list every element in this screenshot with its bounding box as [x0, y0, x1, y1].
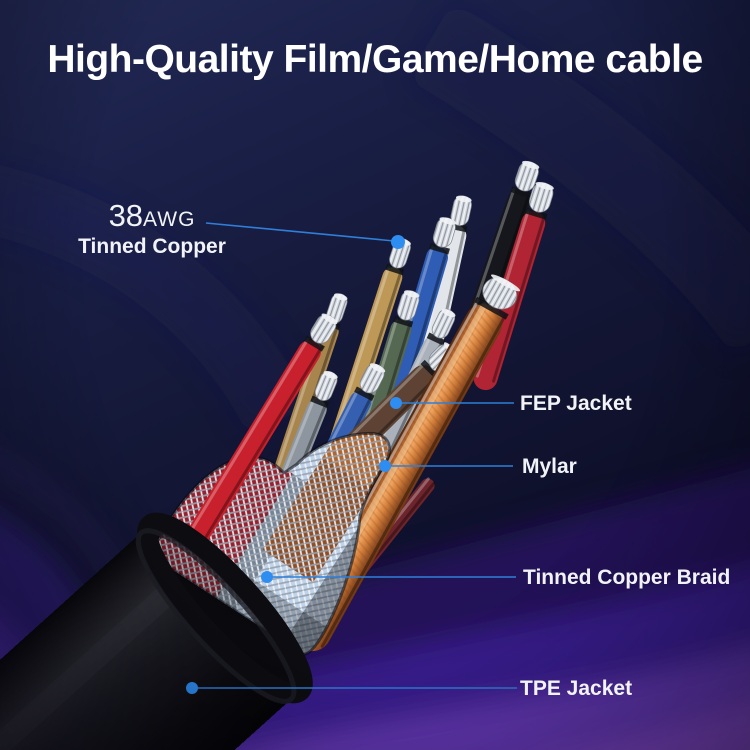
awg-dot — [391, 235, 405, 249]
tpe-dot — [186, 682, 198, 694]
tpe-jacket-label: TPE Jacket — [520, 677, 633, 700]
mylar-dot — [379, 460, 391, 472]
awg-unit: AWG — [143, 208, 196, 231]
awg-callout: 38AWG Tinned Copper — [62, 198, 242, 259]
braid-dot — [261, 571, 273, 583]
fep-jacket-label: FEP Jacket — [520, 392, 632, 415]
fep-dot — [390, 397, 402, 409]
awg-sub-label: Tinned Copper — [78, 235, 226, 258]
awg-number: 38 — [108, 198, 144, 233]
braid-label: Tinned Copper Braid — [523, 566, 731, 589]
awg-label: 38AWG — [62, 198, 242, 234]
mylar-label: Mylar — [522, 455, 577, 478]
page-title: High-Quality Film/Game/Home cable — [47, 38, 703, 81]
